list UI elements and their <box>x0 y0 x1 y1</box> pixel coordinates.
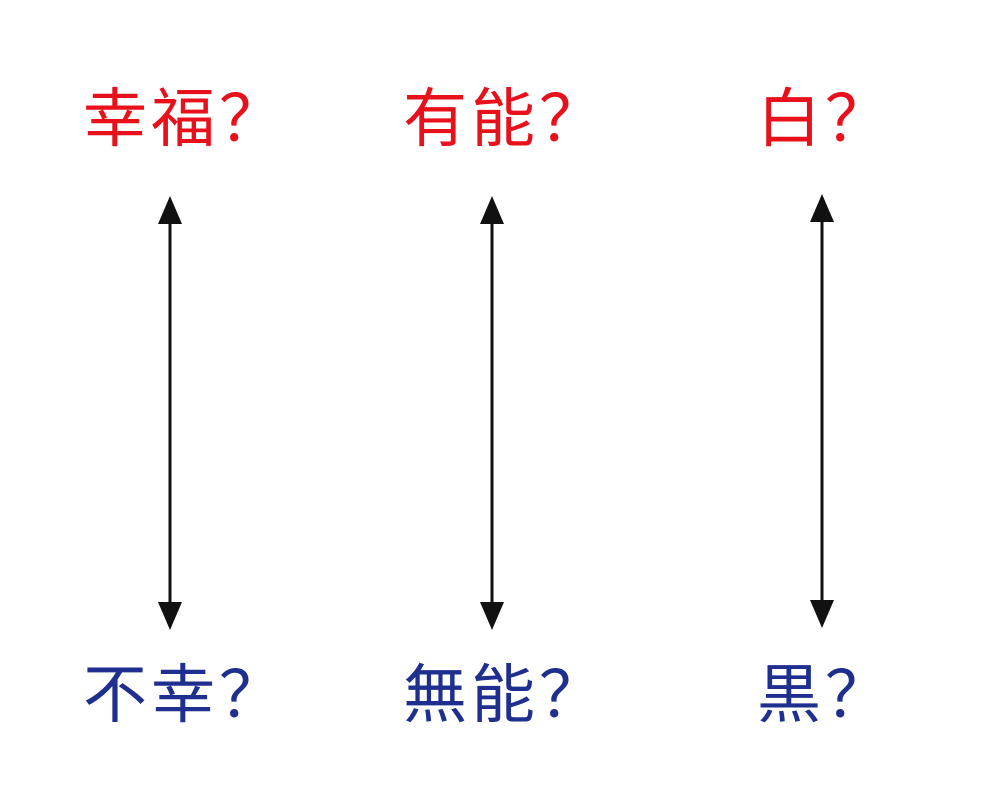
top-label-3: 白？ <box>757 83 893 157</box>
double-arrow-3 <box>810 194 834 628</box>
top-label-1: 幸福？ <box>83 83 287 157</box>
bottom-label-3: 黒？ <box>757 659 893 733</box>
double-arrow-1 <box>158 196 182 630</box>
double-arrow-2 <box>480 196 504 630</box>
bottom-label-2: 無能？ <box>403 659 607 733</box>
bottom-label-1: 不幸？ <box>83 659 287 733</box>
top-label-2: 有能？ <box>403 83 607 157</box>
